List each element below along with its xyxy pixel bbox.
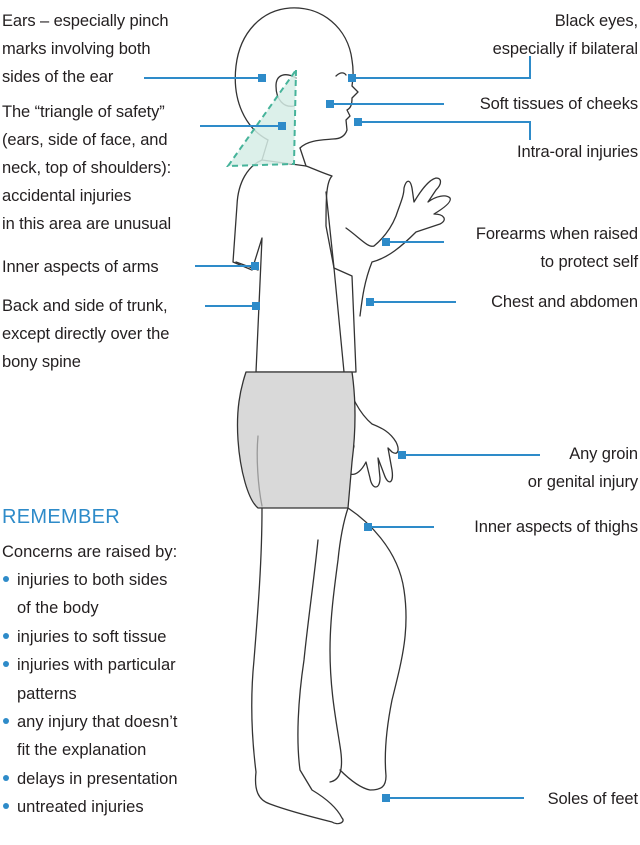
remember-item: injuries with particular patterns	[2, 651, 222, 708]
leader-intra-oral	[358, 121, 531, 140]
label-inner-aspects-of-arms: Inner aspects of arms	[2, 258, 159, 276]
marker-chest	[366, 298, 374, 306]
marker-cheeks	[326, 100, 334, 108]
remember-item: any injury that doesn’t fit the explanat…	[2, 708, 222, 765]
label-back-and-side-of-trunk: Back and side of trunk, except directly …	[2, 297, 170, 371]
head-outline	[234, 7, 359, 149]
bullet-icon	[3, 632, 9, 639]
marker-triangle	[278, 122, 286, 130]
marker-groin	[398, 451, 406, 459]
remember-title: REMEMBER	[2, 506, 120, 528]
bullet-icon	[3, 774, 9, 781]
bullet-icon	[3, 576, 9, 582]
bullet-icon	[3, 661, 9, 668]
shorts-outline	[236, 371, 356, 509]
marker-inner-arms	[251, 262, 259, 270]
label-intra-oral-injuries: Intra-oral injuries	[517, 143, 638, 161]
remember-item: injuries to soft tissue	[2, 623, 222, 651]
marker-forearms	[382, 238, 390, 246]
bullet-icon	[3, 718, 9, 725]
marker-ears	[258, 74, 266, 82]
label-forearms: Forearms when raised to protect self	[475, 225, 638, 271]
tshirt-outline	[232, 159, 357, 373]
raised-arm-outline	[345, 177, 451, 317]
marker-black-eyes	[348, 74, 356, 82]
label-black-eyes: Black eyes, especially if bilateral	[492, 12, 638, 58]
remember-item: delays in presentation	[2, 765, 222, 793]
triangle-of-safety	[226, 66, 298, 168]
bullet-icon	[3, 803, 9, 810]
label-triangle-of-safety: The “triangle of safety” (ears, side of …	[2, 103, 172, 233]
leader-black-eyes	[352, 56, 531, 79]
remember-item: injuries to both sides of the body	[2, 566, 222, 623]
remember-list: injuries to both sides of the body injur…	[2, 566, 222, 822]
marker-thighs	[364, 523, 372, 531]
label-inner-aspects-of-thighs: Inner aspects of thighs	[474, 518, 638, 536]
label-soft-tissues-of-cheeks: Soft tissues of cheeks	[479, 95, 638, 113]
remember-item: untreated injuries	[2, 793, 222, 821]
label-soles-of-feet: Soles of feet	[547, 790, 639, 808]
back-leg-outline	[251, 507, 344, 825]
marker-back-trunk	[252, 302, 260, 310]
label-chest-and-abdomen: Chest and abdomen	[491, 293, 638, 311]
label-ears: Ears – especially pinch marks involving …	[2, 12, 169, 86]
remember-intro: Concerns are raised by:	[2, 543, 178, 561]
label-groin: Any groin or genital injury	[527, 445, 638, 491]
front-leg-outline	[329, 507, 407, 791]
marker-intra-oral	[354, 118, 362, 126]
marker-soles	[382, 794, 390, 802]
